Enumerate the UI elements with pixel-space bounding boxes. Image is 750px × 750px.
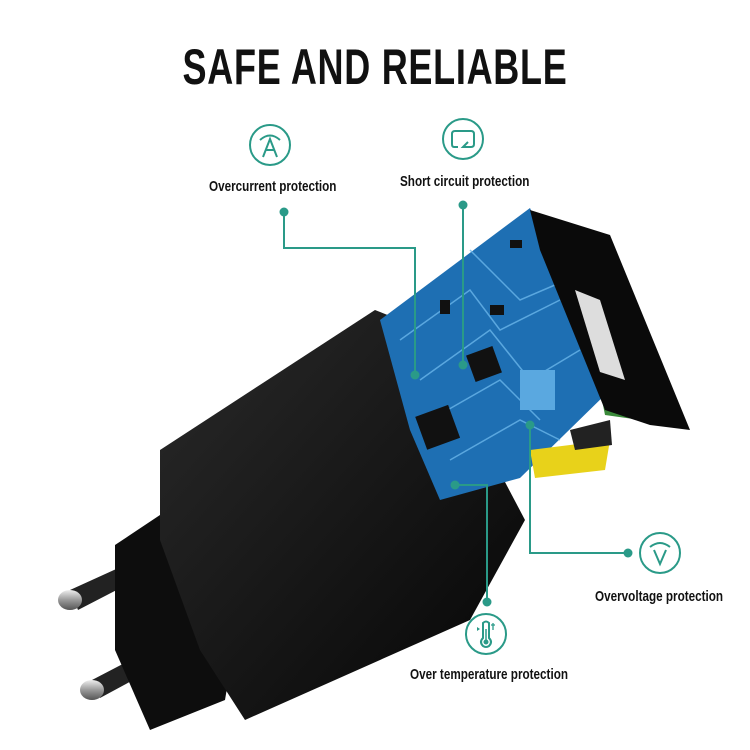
overcurrent-label: Overcurrent protection (209, 178, 337, 195)
short-circuit-label: Short circuit protection (400, 173, 530, 190)
ampere-icon (249, 124, 291, 166)
usb-port (575, 290, 625, 380)
short-circuit-icon (442, 118, 484, 160)
thermometer-icon (465, 613, 507, 655)
overvoltage-label: Overvoltage protection (595, 588, 724, 605)
usb-end-cap (530, 210, 690, 430)
over-temperature-label: Over temperature protection (410, 666, 568, 683)
voltage-icon (639, 532, 681, 574)
leader-lines (283, 205, 628, 600)
leader-dots (279, 200, 633, 607)
page-title: SAFE AND RELIABLE (182, 39, 568, 95)
